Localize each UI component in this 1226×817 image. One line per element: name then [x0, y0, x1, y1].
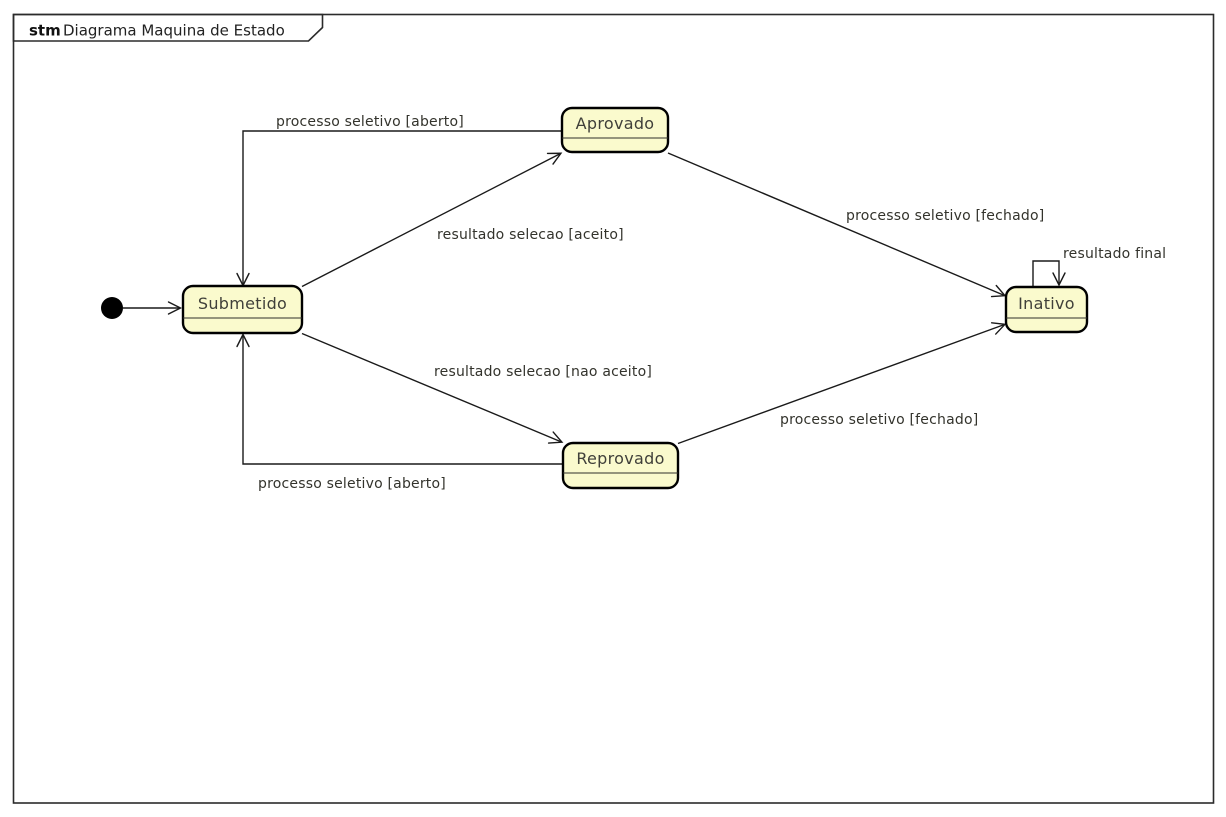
state-name-label: Reprovado — [576, 449, 664, 468]
state-name-label: Aprovado — [576, 114, 655, 133]
transitions-layer: resultado selecao [aceito] processo sele… — [123, 114, 1166, 492]
transition-label: resultado selecao [nao aceito] — [434, 364, 652, 380]
transition-submetido-to-aprovado — [301, 152, 563, 288]
state-body — [1004, 285, 1089, 334]
transition-reprovado-to-inativo — [677, 322, 1007, 445]
diagram-frame — [12, 13, 1215, 804]
state-name-label: Inativo — [1018, 294, 1075, 313]
transition-label: processo seletivo [aberto] — [258, 476, 446, 492]
initial-state-node — [101, 297, 123, 319]
state-inativo: Inativo — [1004, 285, 1089, 334]
transition-label: resultado final — [1063, 246, 1166, 262]
transition-label: processo seletivo [fechado] — [846, 208, 1044, 224]
state-reprovado: Reprovado — [561, 441, 680, 490]
state-body — [181, 284, 304, 335]
transition-aprovado-to-inativo — [667, 152, 1007, 298]
transition-reprovado-to-submetido — [236, 332, 563, 465]
state-submetido: Submetido — [181, 284, 304, 335]
state-aprovado: Aprovado — [560, 106, 670, 154]
transition-label: processo seletivo [aberto] — [276, 114, 464, 130]
state-body — [561, 441, 680, 490]
frame-title-text: Diagrama Maquina de Estado — [63, 22, 285, 40]
state-name-label: Submetido — [198, 294, 287, 313]
transition-label: processo seletivo [fechado] — [780, 412, 978, 428]
frame-keyword: stm — [29, 22, 61, 40]
transition-inativo-self-loop — [1032, 260, 1066, 287]
transition-aprovado-to-submetido — [236, 130, 562, 288]
state-body — [560, 106, 670, 154]
frame-title-tab — [12, 13, 324, 42]
transition-label: resultado selecao [aceito] — [437, 227, 624, 243]
transition-submetido-to-reprovado — [301, 332, 564, 444]
